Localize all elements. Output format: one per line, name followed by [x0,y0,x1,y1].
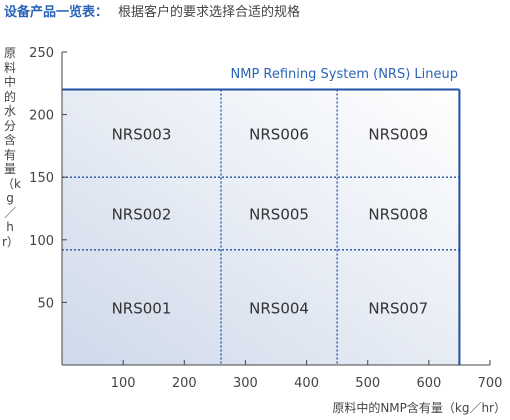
y-tick-label: 250 [29,46,54,61]
x-tick-label: 500 [355,376,380,391]
y-tick-label: 50 [37,296,54,311]
model-label-nrs005: NRS005 [249,206,309,224]
x-tick-label: 600 [416,376,441,391]
model-label-nrs007: NRS007 [368,299,428,317]
model-label-nrs006: NRS006 [249,125,309,143]
chart-title: NMP Refining System (NRS) Lineup [231,67,459,82]
page-heading: 设备产品一览表： 根据客户的要求选择合适的规格 [4,4,504,22]
y-tick-label: 100 [29,234,54,249]
y-tick-label: 150 [29,171,54,186]
x-tick-label: 400 [294,376,319,391]
lineup-region-fill [62,89,460,365]
x-tick-label: 700 [478,376,503,391]
x-tick-label: 300 [233,376,258,391]
y-axis-label: 原料中的水分含有量（kg／hr） [2,46,21,249]
model-label-nrs004: NRS004 [249,299,309,317]
model-label-nrs002: NRS002 [112,206,172,224]
model-label-nrs009: NRS009 [368,125,428,143]
heading-subtitle: 根据客户的要求选择合适的规格 [118,5,301,20]
model-label-nrs008: NRS008 [368,206,428,224]
y-tick-label: 200 [29,109,54,124]
heading-label: 设备产品一览表： [4,5,109,20]
x-tick-label: 100 [111,376,136,391]
model-label-nrs003: NRS003 [112,125,172,143]
x-tick-label: 200 [172,376,197,391]
x-axis-label: 原料中的NMP含有量（kg／hr） [332,401,506,415]
model-label-nrs001: NRS001 [112,299,172,317]
